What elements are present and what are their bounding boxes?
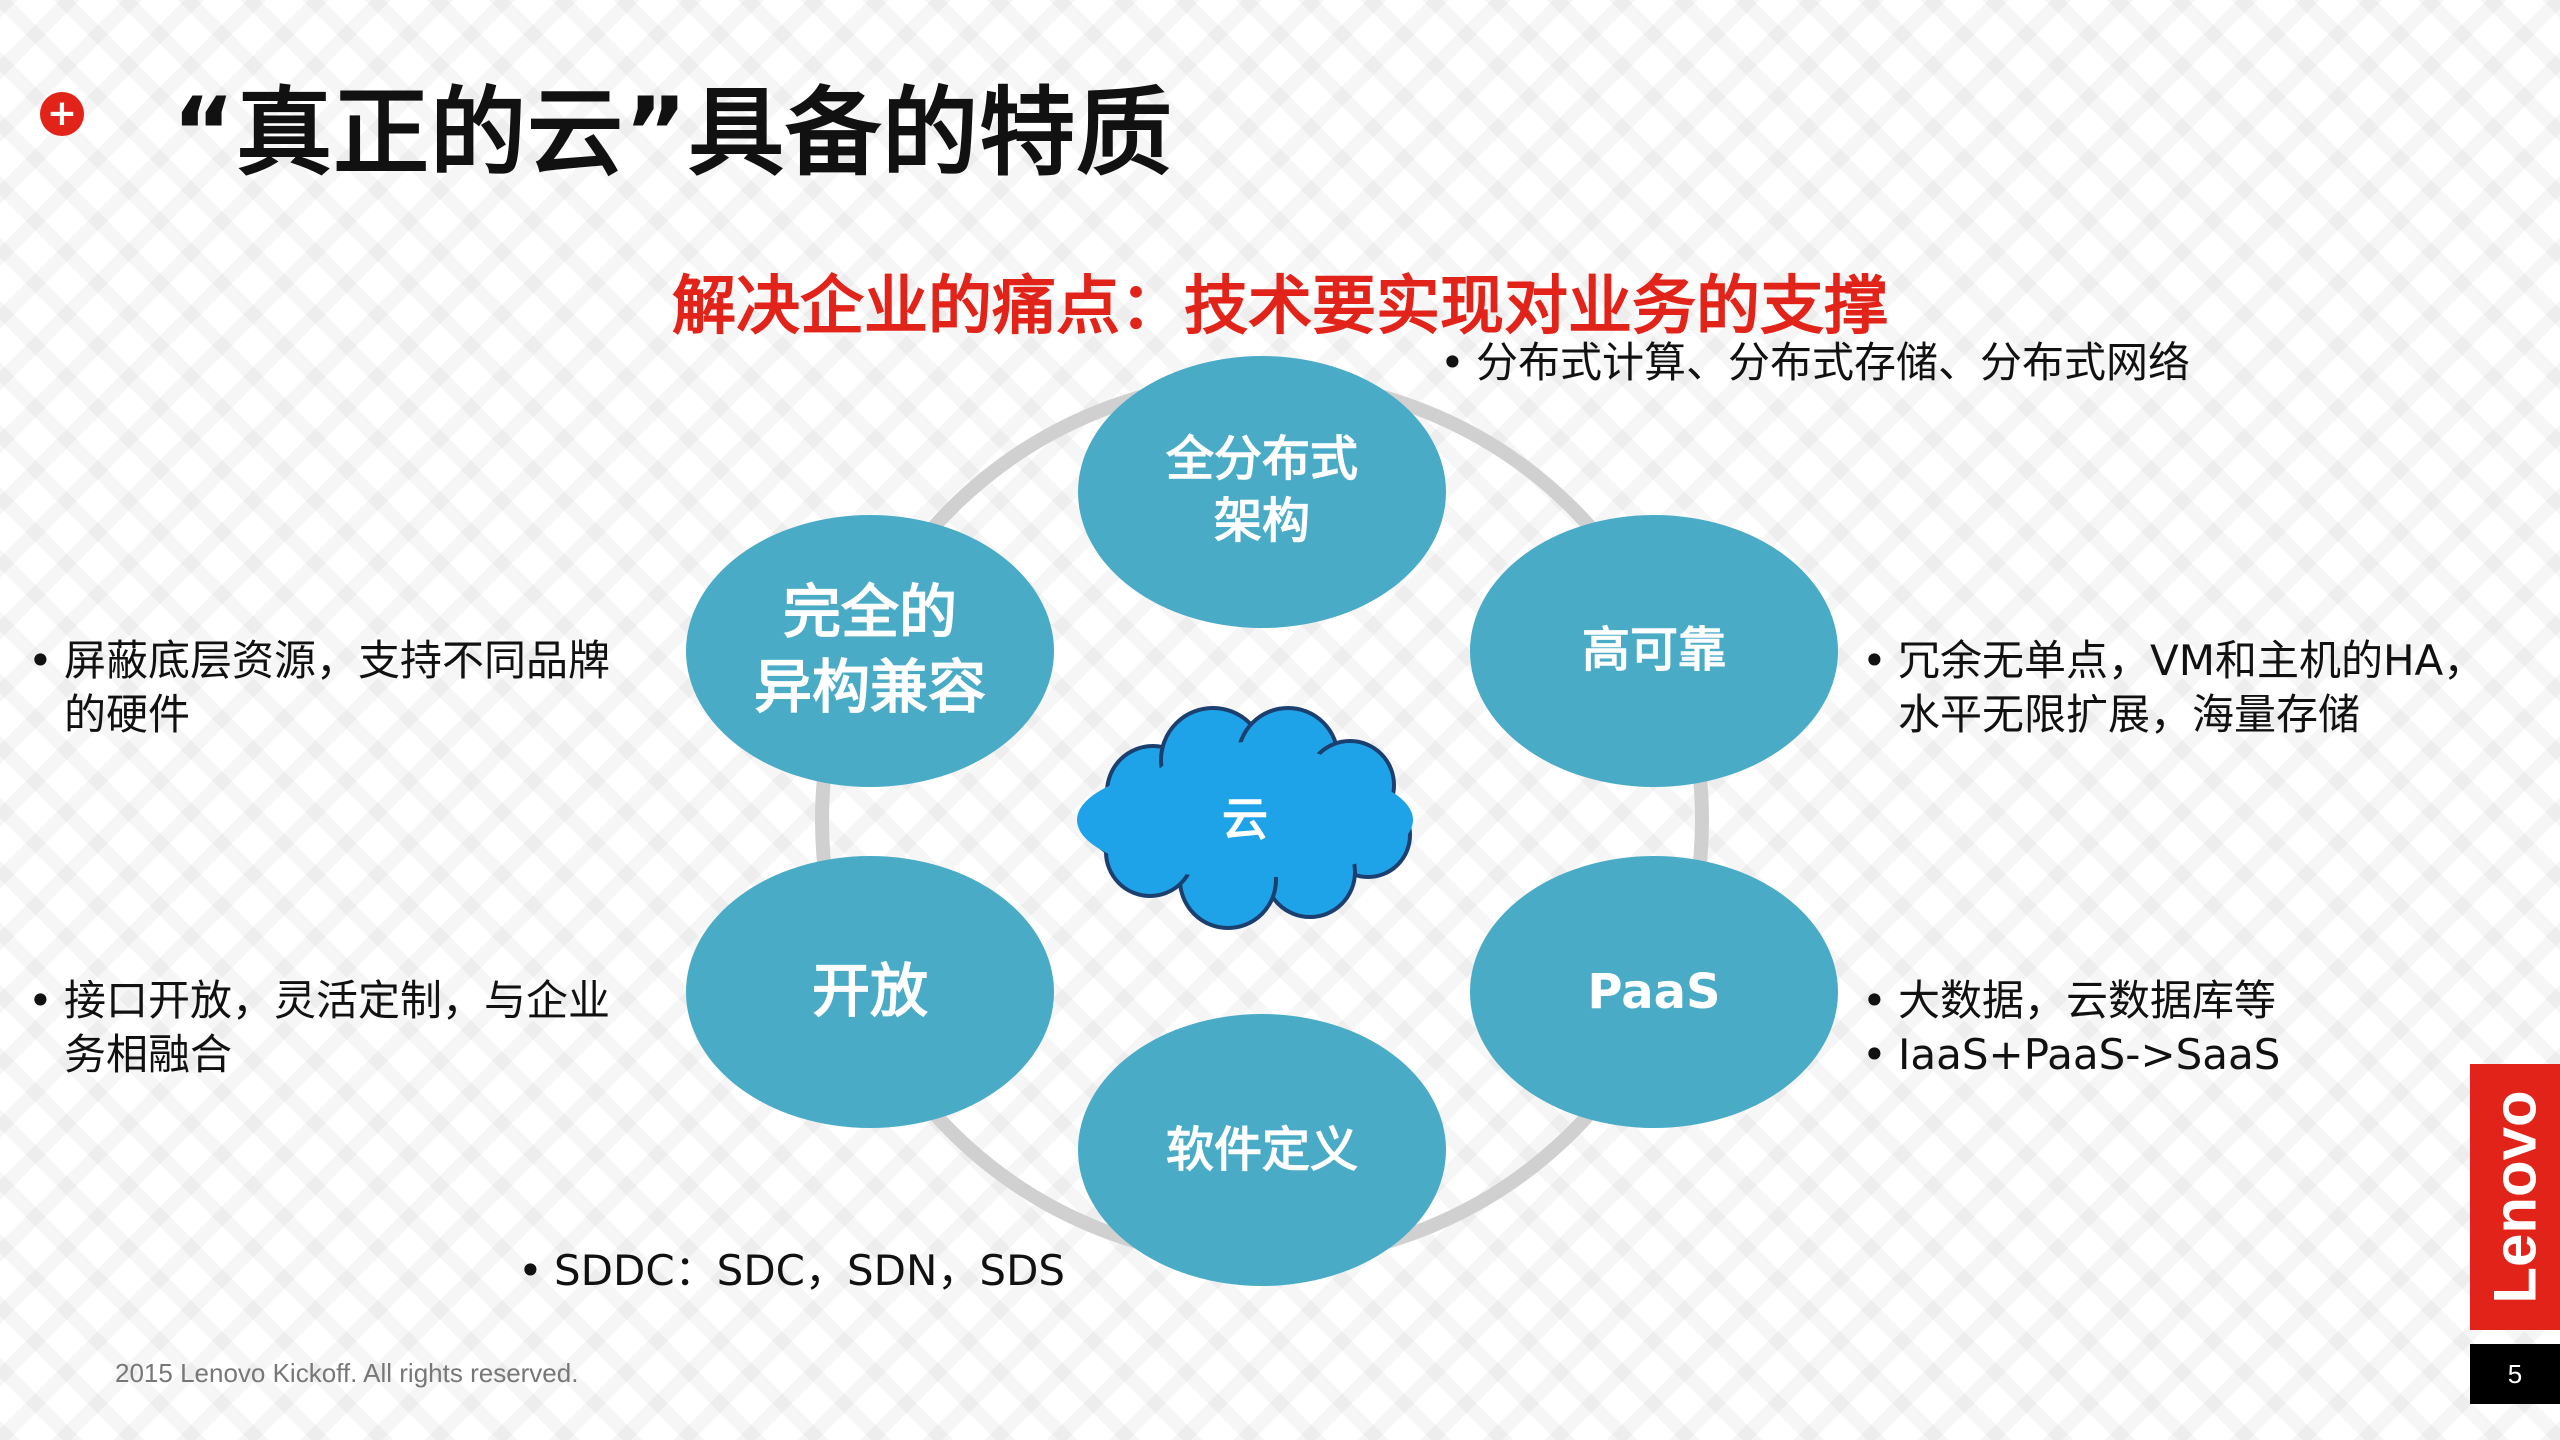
bullet-item: • 分布式计算、分布式存储、分布式网络 bbox=[1440, 336, 2260, 390]
node-software-defined-label: 软件定义 bbox=[1165, 1121, 1358, 1178]
bullet-dot: • bbox=[28, 976, 53, 1025]
node-circle-compatible bbox=[686, 515, 1054, 787]
node-circle-sdx bbox=[1078, 1014, 1446, 1286]
node-paas-label: PaaS bbox=[1587, 963, 1721, 1020]
page-title: “真正的云”具备的特质 bbox=[172, 77, 1174, 189]
bullet-text: 大数据，云数据库等 bbox=[1898, 976, 2277, 1025]
bullet-item: • 大数据，云数据库等 bbox=[1862, 974, 2502, 1028]
logo-text: Lenovo bbox=[2481, 1090, 2549, 1304]
plus-circle-icon: + bbox=[40, 92, 84, 136]
bullet-dot: • bbox=[1862, 1029, 1887, 1079]
note-paas: • 大数据，云数据库等 • IaaS+PaaS->SaaS bbox=[1862, 974, 2502, 1082]
node-open-label: 开放 bbox=[811, 957, 928, 1026]
bullet-item: • 屏蔽底层资源，支持不同品牌的硬件 bbox=[28, 634, 638, 742]
note-distributed: • 分布式计算、分布式存储、分布式网络 bbox=[1440, 336, 2260, 390]
bullet-text: 屏蔽底层资源，支持不同品牌的硬件 bbox=[64, 636, 611, 739]
bullet-text: 接口开放，灵活定制，与企业务相融合 bbox=[64, 976, 611, 1079]
note-software-defined: • SDDC：SDC，SDN，SDS bbox=[518, 1244, 1218, 1298]
node-circle-reliable bbox=[1470, 515, 1838, 787]
bullet-dot: • bbox=[1862, 636, 1887, 685]
node-circle-distributed bbox=[1078, 356, 1446, 628]
bullet-item: • SDDC：SDC，SDN，SDS bbox=[518, 1244, 1218, 1298]
bullet-dot: • bbox=[1440, 338, 1465, 387]
page-number: 5 bbox=[2470, 1344, 2560, 1404]
node-compatible-label: 完全的 异构兼容 bbox=[753, 577, 986, 721]
center-cloud-label: 云 bbox=[1222, 792, 1268, 847]
subtitle: 解决企业的痛点：技术要实现对业务的支撑 bbox=[672, 270, 1888, 344]
lenovo-logo: Lenovo bbox=[2470, 1064, 2560, 1330]
node-reliable-label: 高可靠 bbox=[1581, 621, 1726, 678]
note-reliable: • 冗余无单点，VM和主机的HA，水平无限扩展，海量存储 bbox=[1862, 634, 2502, 742]
node-circle-paas bbox=[1470, 856, 1838, 1128]
bullet-dot: • bbox=[28, 636, 53, 685]
bullet-text: SDDC：SDC，SDN，SDS bbox=[554, 1246, 1066, 1295]
bullet-text: 分布式计算、分布式存储、分布式网络 bbox=[1476, 338, 2191, 387]
bullet-item: • 冗余无单点，VM和主机的HA，水平无限扩展，海量存储 bbox=[1862, 634, 2502, 742]
node-circle-open bbox=[686, 856, 1054, 1128]
node-distributed-label: 全分布式 架构 bbox=[1165, 430, 1358, 549]
bullet-text: IaaS+PaaS->SaaS bbox=[1898, 1029, 2281, 1079]
bullet-dot: • bbox=[518, 1246, 543, 1295]
note-compatible: • 屏蔽底层资源，支持不同品牌的硬件 bbox=[28, 634, 638, 742]
bullet-dot: • bbox=[1862, 976, 1887, 1025]
bullet-item: • IaaS+PaaS->SaaS bbox=[1862, 1028, 2502, 1082]
footer-copyright: 2015 Lenovo Kickoff. All rights reserved… bbox=[115, 1358, 579, 1388]
bullet-text: 冗余无单点，VM和主机的HA，水平无限扩展，海量存储 bbox=[1898, 636, 2486, 739]
bullet-item: • 接口开放，灵活定制，与企业务相融合 bbox=[28, 974, 638, 1082]
note-open: • 接口开放，灵活定制，与企业务相融合 bbox=[28, 974, 638, 1082]
